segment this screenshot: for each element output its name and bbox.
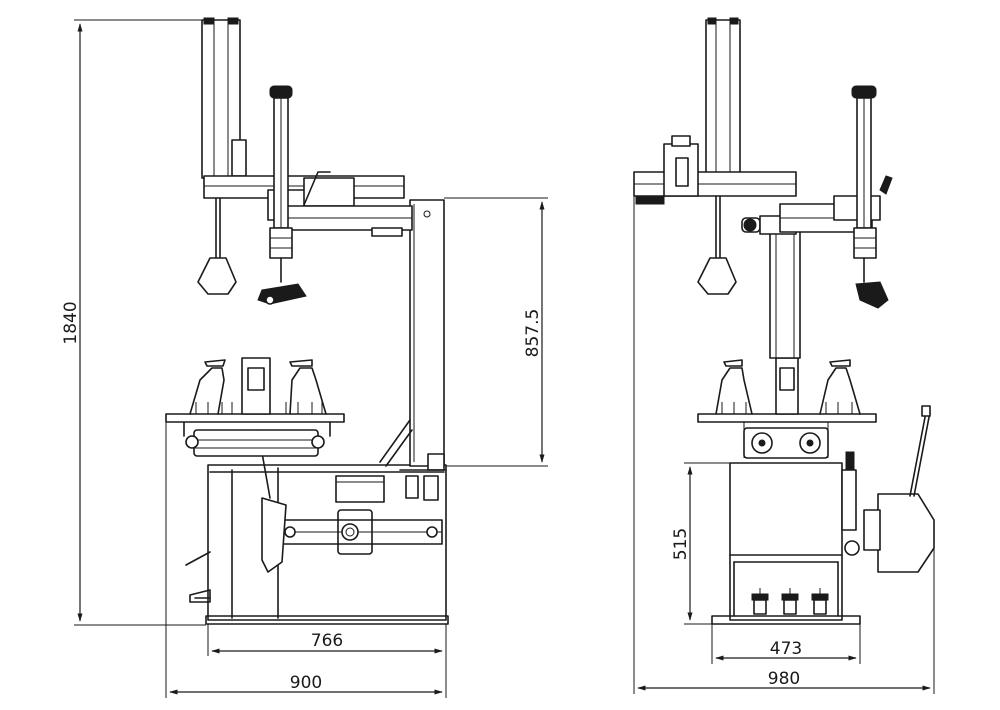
side-arm: [197, 17, 413, 295]
dim-cabinet-height: 515: [671, 528, 691, 560]
front-bead-breaker: [863, 405, 935, 573]
front-pedals: [751, 588, 829, 615]
side-bead-breaker: [257, 429, 443, 573]
dim-front-overall-width: 980: [768, 669, 800, 689]
front-cabinet: [711, 451, 861, 625]
dim-side-base-width: 766: [311, 631, 343, 651]
side-cabinet: [185, 464, 449, 625]
side-mount-shaft: [257, 85, 307, 305]
dim-overall-height: 1840: [61, 301, 81, 344]
front-turntable: [697, 357, 877, 459]
front-dimensions: [633, 196, 935, 694]
side-turntable: [165, 357, 345, 457]
dim-front-base-width: 473: [770, 639, 802, 659]
side-column: [379, 199, 447, 501]
dim-side-overall-width: 900: [290, 673, 322, 693]
front-view: 515 473 980: [633, 17, 935, 694]
front-mount-shaft: [851, 85, 889, 309]
front-arm: [633, 17, 893, 295]
side-view: 1840 857.5 766 900: [61, 17, 548, 698]
front-column: [769, 221, 801, 359]
side-dimensions: [74, 19, 548, 698]
dim-arm-height: 857.5: [523, 309, 543, 358]
